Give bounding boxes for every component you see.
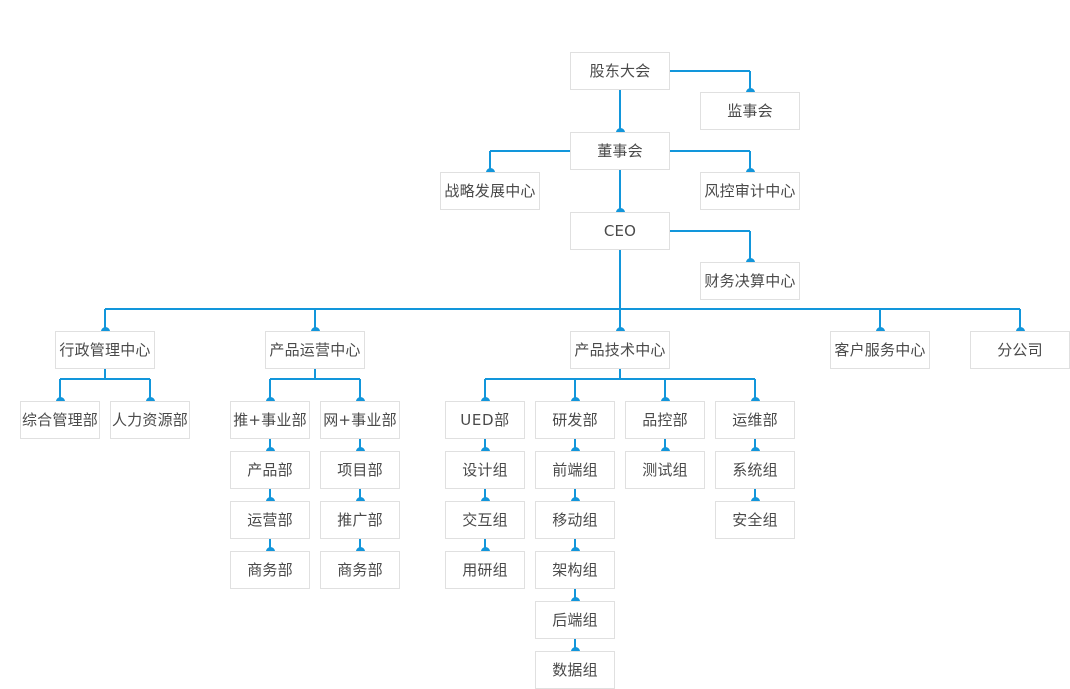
- org-node-n7[interactable]: 财务决算中心: [700, 262, 800, 300]
- org-node-n21[interactable]: 商务部: [230, 551, 310, 589]
- connector-n6-n7: [670, 230, 750, 232]
- org-node-n11[interactable]: 客户服务中心: [830, 331, 930, 369]
- connector-drop-n25: [664, 379, 666, 401]
- connector-n3-n5-drop: [749, 151, 751, 172]
- connector-stem-n9: [314, 369, 316, 379]
- connector-n35-n36: [574, 589, 576, 601]
- org-node-n19[interactable]: 运营部: [230, 501, 310, 539]
- connector-drop-n15: [269, 379, 271, 401]
- org-node-n4[interactable]: 战略发展中心: [440, 172, 540, 210]
- connector-n16-n18: [359, 439, 361, 451]
- connector-stem-n8: [104, 369, 106, 379]
- org-node-n30[interactable]: 系统组: [715, 451, 795, 489]
- org-node-n23[interactable]: UED部: [445, 401, 525, 439]
- org-node-n22[interactable]: 商务部: [320, 551, 400, 589]
- org-node-n17[interactable]: 产品部: [230, 451, 310, 489]
- connector-n25-n29: [664, 439, 666, 451]
- connector-drop-n8: [104, 309, 106, 331]
- org-node-n8[interactable]: 行政管理中心: [55, 331, 155, 369]
- connector-drop-n16: [359, 379, 361, 401]
- org-node-n25[interactable]: 品控部: [625, 401, 705, 439]
- connector-n1-n2: [670, 70, 750, 72]
- org-node-n18[interactable]: 项目部: [320, 451, 400, 489]
- connector-n18-n20: [359, 489, 361, 501]
- connector-n1-n3: [619, 90, 621, 132]
- connector-n3-n5: [670, 150, 750, 152]
- connector-bus-n8: [60, 378, 150, 380]
- org-node-n12[interactable]: 分公司: [970, 331, 1070, 369]
- org-node-n35[interactable]: 架构组: [535, 551, 615, 589]
- org-node-n33[interactable]: 安全组: [715, 501, 795, 539]
- connector-n6-n7-drop: [749, 231, 751, 262]
- org-node-n29[interactable]: 测试组: [625, 451, 705, 489]
- connector-drop-n11: [879, 309, 881, 331]
- connector-n32-n35: [574, 539, 576, 551]
- org-node-n34[interactable]: 用研组: [445, 551, 525, 589]
- connector-drop-n26: [754, 379, 756, 401]
- org-node-n28[interactable]: 前端组: [535, 451, 615, 489]
- org-node-n15[interactable]: 推+事业部: [230, 401, 310, 439]
- connector-drop-n24: [574, 379, 576, 401]
- connector-n19-n21: [269, 539, 271, 551]
- connector-drop-n9: [314, 309, 316, 331]
- connector-n1-n2-drop: [749, 71, 751, 92]
- org-node-n37[interactable]: 数据组: [535, 651, 615, 689]
- org-node-n6[interactable]: CEO: [570, 212, 670, 250]
- org-node-n26[interactable]: 运维部: [715, 401, 795, 439]
- org-node-n32[interactable]: 移动组: [535, 501, 615, 539]
- connector-n36-n37: [574, 639, 576, 651]
- connector-stem-n10: [619, 369, 621, 379]
- connector-drop-n23: [484, 379, 486, 401]
- org-node-n13[interactable]: 综合管理部: [20, 401, 100, 439]
- org-node-n36[interactable]: 后端组: [535, 601, 615, 639]
- connector-n15-n17: [269, 439, 271, 451]
- connector-n3-n6: [619, 170, 621, 212]
- connector-stem-n6: [619, 250, 621, 309]
- connector-n28-n32: [574, 489, 576, 501]
- connector-bus-n9: [270, 378, 360, 380]
- connector-n31-n34: [484, 539, 486, 551]
- org-node-n3[interactable]: 董事会: [570, 132, 670, 170]
- connector-n3-n4-drop: [489, 151, 491, 172]
- connector-n30-n33: [754, 489, 756, 501]
- connector-drop-n13: [59, 379, 61, 401]
- org-node-n9[interactable]: 产品运营中心: [265, 331, 365, 369]
- org-node-n1[interactable]: 股东大会: [570, 52, 670, 90]
- connector-drop-n10: [619, 309, 621, 331]
- org-node-n16[interactable]: 网+事业部: [320, 401, 400, 439]
- connector-n24-n28: [574, 439, 576, 451]
- org-node-n20[interactable]: 推广部: [320, 501, 400, 539]
- org-node-n5[interactable]: 风控审计中心: [700, 172, 800, 210]
- connector-drop-n14: [149, 379, 151, 401]
- connector-n26-n30: [754, 439, 756, 451]
- org-node-n10[interactable]: 产品技术中心: [570, 331, 670, 369]
- org-node-n2[interactable]: 监事会: [700, 92, 800, 130]
- connector-drop-n12: [1019, 309, 1021, 331]
- connector-n3-n4: [490, 150, 570, 152]
- connector-n20-n22: [359, 539, 361, 551]
- connector-n17-n19: [269, 489, 271, 501]
- connector-n27-n31: [484, 489, 486, 501]
- org-node-n24[interactable]: 研发部: [535, 401, 615, 439]
- org-node-n14[interactable]: 人力资源部: [110, 401, 190, 439]
- org-node-n27[interactable]: 设计组: [445, 451, 525, 489]
- connector-bus-n10: [485, 378, 755, 380]
- org-node-n31[interactable]: 交互组: [445, 501, 525, 539]
- connector-bus-n6: [105, 308, 1020, 310]
- connector-n23-n27: [484, 439, 486, 451]
